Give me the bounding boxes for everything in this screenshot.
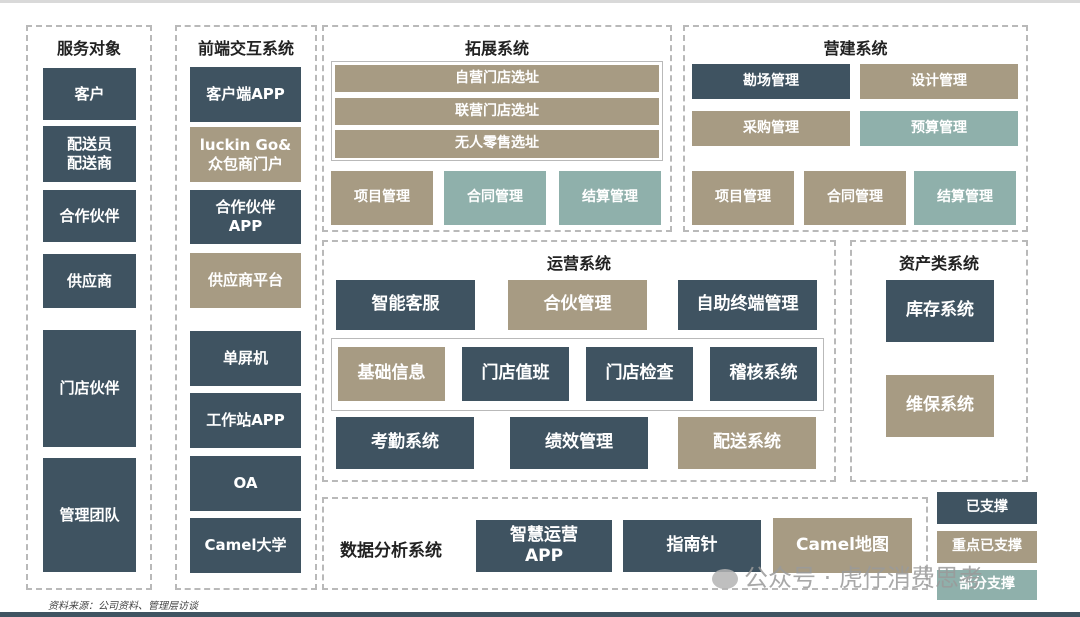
expansion-site-joint: 联营门店选址	[335, 98, 659, 125]
frontend-item-partner-app: 合作伙伴 APP	[190, 190, 301, 244]
operations-audit-system: 稽核系统	[710, 347, 817, 401]
frontend-item-camel-university: Camel大学	[190, 518, 301, 573]
legend-key-supported: 重点已支撑	[937, 531, 1037, 563]
operations-attendance-system: 考勤系统	[336, 417, 474, 469]
operations-performance-management: 绩效管理	[510, 417, 648, 469]
operations-basic-info: 基础信息	[338, 347, 445, 401]
operations-panel: 运营系统	[322, 240, 836, 482]
panel-title: 运营系统	[546, 254, 611, 273]
legend-partially-supported: 部分支撑	[937, 570, 1037, 600]
data-compass: 指南针	[623, 520, 761, 572]
panel-title: 服务对象	[56, 39, 121, 58]
frontend-panel: 前端交互系统	[175, 25, 317, 590]
service-item-partner: 合作伙伴	[43, 190, 136, 242]
operations-self-service-terminal: 自助终端管理	[678, 280, 817, 330]
expansion-site-self-operated: 自营门店选址	[335, 65, 659, 92]
operations-store-duty: 门店值班	[462, 347, 569, 401]
data-smart-operations-app: 智慧运营 APP	[476, 520, 612, 572]
data-analysis-title: 数据分析系统	[340, 541, 442, 561]
watermark: 公众号 · 虎仔消费思考	[712, 558, 983, 593]
construction-procurement: 采购管理	[692, 111, 850, 146]
operations-store-group	[331, 338, 824, 411]
panel-title: 资产类系统	[898, 254, 979, 273]
assets-inventory-system: 库存系统	[886, 280, 994, 342]
construction-budget-management: 预算管理	[860, 111, 1018, 146]
construction-design-management: 设计管理	[860, 64, 1018, 99]
construction-project-management: 项目管理	[692, 171, 794, 225]
top-rule	[0, 0, 1080, 3]
panel-title: 前端交互系统	[197, 39, 294, 58]
operations-partnership-management: 合伙管理	[508, 280, 647, 330]
service-item-customer: 客户	[43, 68, 136, 120]
expansion-panel: 拓展系统	[322, 25, 672, 232]
service-item-store-partner: 门店伙伴	[43, 330, 136, 447]
watermark-text: 公众号 · 虎仔消费思考	[744, 564, 983, 592]
construction-site-survey: 勘场管理	[692, 64, 850, 99]
expansion-project-management: 项目管理	[331, 171, 433, 225]
frontend-item-oa: OA	[190, 456, 301, 511]
data-camel-map: Camel地图	[773, 518, 912, 573]
expansion-site-unmanned: 无人零售选址	[335, 130, 659, 158]
panel-title: 拓展系统	[464, 39, 529, 58]
bottom-rule	[0, 612, 1080, 617]
assets-panel: 资产类系统	[850, 240, 1028, 482]
source-note: 资料来源：公司资料、管理层访谈	[48, 601, 198, 612]
construction-contract-management: 合同管理	[804, 171, 906, 225]
frontend-item-luckin-go: luckin Go& 众包商门户	[190, 127, 301, 182]
construction-settlement-management: 结算管理	[914, 171, 1016, 225]
operations-delivery-system: 配送系统	[678, 417, 816, 469]
frontend-item-supplier-platform: 供应商平台	[190, 253, 301, 308]
frontend-item-customer-app: 客户端APP	[190, 67, 301, 122]
service-objects-panel: 服务对象	[26, 25, 152, 590]
frontend-item-workstation-app: 工作站APP	[190, 393, 301, 448]
site-selection-group	[331, 61, 663, 161]
service-item-delivery: 配送员 配送商	[43, 126, 136, 182]
panel-title: 营建系统	[823, 39, 888, 58]
assets-maintenance-system: 维保系统	[886, 375, 994, 437]
wechat-icon	[712, 569, 738, 589]
expansion-contract-management: 合同管理	[444, 171, 546, 225]
data-analysis-panel	[322, 497, 928, 590]
expansion-settlement-management: 结算管理	[559, 171, 661, 225]
frontend-item-single-screen: 单屏机	[190, 331, 301, 386]
legend-supported: 已支撑	[937, 492, 1037, 524]
operations-smart-customer-service: 智能客服	[336, 280, 475, 330]
service-item-supplier: 供应商	[43, 254, 136, 308]
construction-panel: 营建系统	[683, 25, 1028, 232]
service-item-management-team: 管理团队	[43, 458, 136, 572]
operations-store-inspection: 门店检查	[586, 347, 693, 401]
